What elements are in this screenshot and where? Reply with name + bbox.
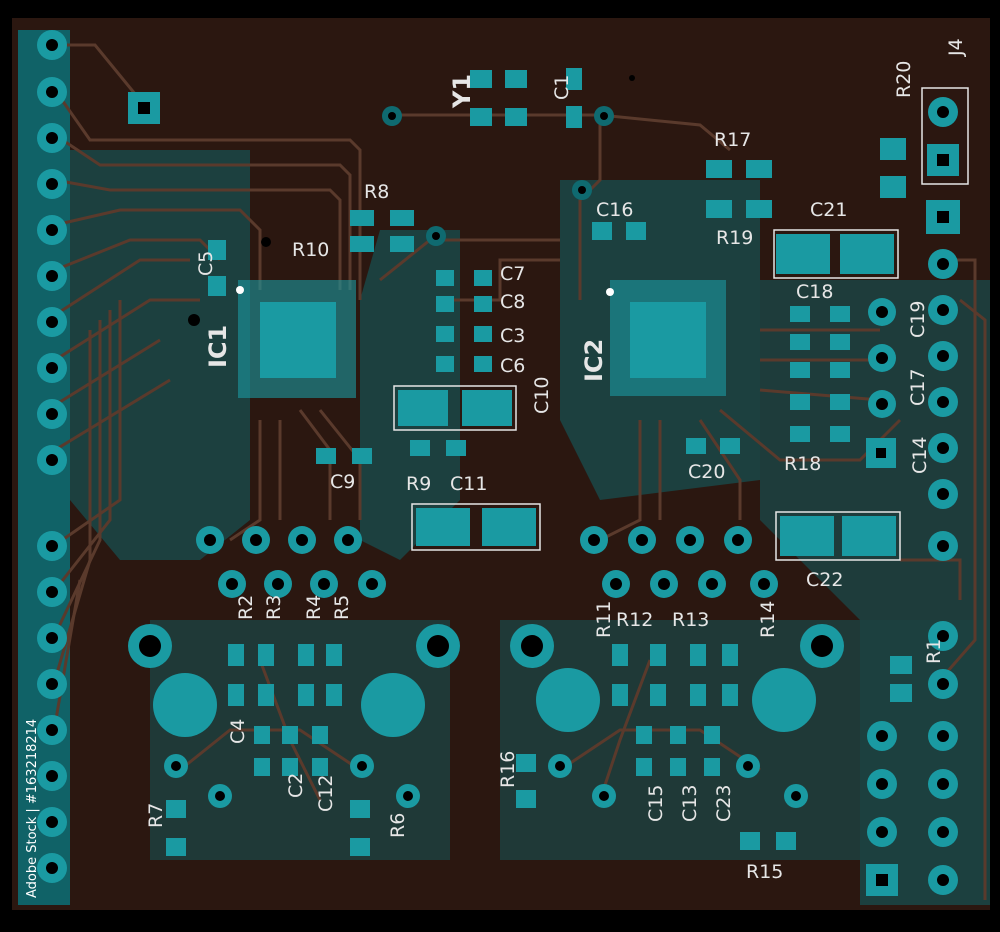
label-C20: C20 (688, 461, 725, 483)
label-C22: C22 (806, 569, 843, 591)
label-R5: R5 (331, 595, 353, 620)
label-R6: R6 (387, 813, 409, 838)
label-R19: R19 (716, 227, 753, 249)
label-C5: C5 (195, 251, 217, 276)
label-R9: R9 (406, 473, 431, 495)
label-C15: C15 (645, 785, 667, 822)
label-C6: C6 (500, 355, 525, 377)
label-C1: C1 (551, 75, 573, 100)
label-R13: R13 (672, 609, 709, 631)
vias (188, 75, 635, 326)
label-R18: R18 (784, 453, 821, 475)
label-R12: R12 (616, 609, 653, 631)
label-C7: C7 (500, 263, 525, 285)
label-R8: R8 (364, 181, 389, 203)
label-C2: C2 (285, 773, 307, 798)
label-C23: C23 (713, 785, 735, 822)
j4-connector (921, 87, 969, 185)
label-R1: R1 (923, 639, 945, 664)
stock-id: Adobe Stock | #163218214 (25, 719, 40, 898)
label-R7: R7 (145, 803, 167, 828)
label-C11: C11 (450, 473, 487, 495)
label-C21: C21 (810, 199, 847, 221)
label-R10: R10 (292, 239, 329, 261)
label-C3: C3 (500, 325, 525, 347)
th-pins (128, 526, 844, 808)
label-C19: C19 (907, 301, 929, 338)
label-C9: C9 (330, 471, 355, 493)
label-C12: C12 (315, 775, 337, 812)
label-J4: J4 (945, 38, 967, 57)
radial-pins (866, 298, 896, 468)
label-IC1: IC1 (204, 325, 232, 368)
label-R3: R3 (263, 595, 285, 620)
label-IC2: IC2 (580, 339, 608, 382)
label-R20: R20 (893, 61, 915, 98)
label-C8: C8 (500, 291, 525, 313)
ic1-chip (236, 280, 356, 398)
left-header (37, 30, 67, 883)
label-R16: R16 (497, 751, 519, 788)
label-R14: R14 (757, 601, 779, 638)
label-R15: R15 (746, 861, 783, 883)
silk-labels: Y1 C1 R20 J4 R17 R19 C16 C21 R8 R10 C5 C… (145, 38, 967, 883)
label-C4: C4 (227, 719, 249, 744)
label-R4: R4 (303, 595, 325, 620)
label-C10: C10 (531, 377, 553, 414)
smd-pads (166, 68, 912, 856)
label-C13: C13 (679, 785, 701, 822)
label-C16: C16 (596, 199, 633, 221)
right-header (866, 200, 960, 896)
label-R2: R2 (235, 595, 257, 620)
label-R11: R11 (593, 601, 615, 638)
label-R17: R17 (714, 129, 751, 151)
label-C17: C17 (907, 369, 929, 406)
label-C14: C14 (909, 437, 931, 474)
silk-outlines (393, 229, 901, 561)
ic2-chip (606, 280, 726, 396)
label-C18: C18 (796, 281, 833, 303)
label-Y1: Y1 (448, 74, 476, 109)
